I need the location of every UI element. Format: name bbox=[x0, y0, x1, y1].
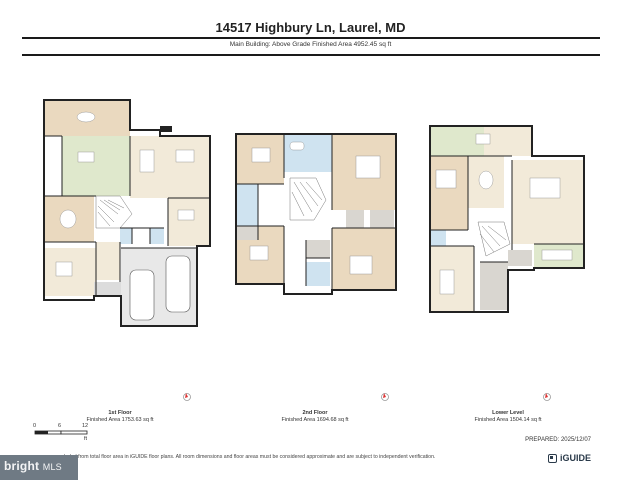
porch-area bbox=[94, 282, 121, 296]
scale-tick-6: 6 bbox=[58, 423, 62, 429]
laundry-2 bbox=[306, 240, 330, 258]
bath-2c bbox=[306, 262, 330, 286]
floor-caption-3: Lower Level Finished Area 1504.14 sq ft bbox=[448, 410, 568, 424]
first-floor-plan bbox=[43, 99, 211, 327]
floor-area-2: Finished Area 1694.68 sq ft bbox=[281, 417, 349, 423]
bath-2b bbox=[236, 184, 258, 226]
office-ll bbox=[430, 126, 484, 156]
iguide-logo: iGUIDE bbox=[547, 453, 591, 463]
floor-name-1: 1st Floor bbox=[108, 410, 132, 416]
closet-b bbox=[370, 210, 394, 228]
stairs-ll bbox=[477, 221, 511, 257]
prepared-date: PREPARED: 2025/12/07 bbox=[525, 437, 591, 443]
garage-cars bbox=[129, 255, 191, 321]
area-subtitle: Main Building: Above Grade Finished Area… bbox=[229, 41, 392, 48]
storage-ll bbox=[480, 262, 508, 310]
top-rule bbox=[22, 37, 600, 39]
bedroom-ll bbox=[430, 156, 468, 230]
floor-caption-1: 1st Floor Finished Area 1753.63 sq ft bbox=[60, 410, 180, 424]
floor-area-1: Finished Area 1753.63 sq ft bbox=[86, 417, 154, 423]
second-rule bbox=[22, 54, 600, 56]
floor-caption-2: 2nd Floor Finished Area 1694.68 sq ft bbox=[255, 410, 375, 424]
floor-area-3: Finished Area 1504.14 sq ft bbox=[474, 417, 542, 423]
iguide-logo-text: iGUIDE bbox=[559, 453, 591, 463]
scale-bar bbox=[34, 430, 88, 435]
property-address-title: 14517 Highbury Ln, Laurel, MD bbox=[215, 20, 406, 35]
iguide-logo-icon bbox=[547, 453, 557, 463]
disclaimer-text: luded from total floor area in iGUIDE fl… bbox=[64, 454, 436, 460]
stairs-2 bbox=[289, 177, 327, 221]
rec-room bbox=[512, 160, 584, 244]
office-ll-b bbox=[484, 126, 532, 156]
lower-level-plan bbox=[429, 125, 585, 313]
foyer-room bbox=[96, 242, 120, 280]
office-room bbox=[168, 198, 210, 246]
bright-mls-watermark: bright MLS bbox=[0, 455, 78, 480]
scale-unit: ft bbox=[84, 436, 88, 442]
utility-ll bbox=[508, 250, 532, 266]
floor-name-2: 2nd Floor bbox=[302, 410, 328, 416]
watermark-brand: bright bbox=[4, 459, 40, 473]
wic-room bbox=[120, 228, 132, 244]
bath-room-1 bbox=[150, 228, 164, 244]
bath-ll bbox=[430, 230, 446, 246]
stairs-1 bbox=[95, 195, 133, 229]
fireplace bbox=[160, 126, 172, 132]
second-floor-plan bbox=[235, 133, 397, 295]
bath-2a bbox=[284, 134, 332, 172]
closet-c bbox=[236, 226, 258, 240]
closet-a bbox=[346, 210, 364, 228]
scale-tick-12: 12 bbox=[82, 423, 89, 429]
kitchen-room bbox=[62, 136, 130, 196]
compass-markers bbox=[183, 393, 551, 401]
scale-tick-0: 0 bbox=[33, 423, 37, 429]
floor-name-3: Lower Level bbox=[492, 410, 524, 416]
watermark-suffix: MLS bbox=[42, 462, 62, 472]
